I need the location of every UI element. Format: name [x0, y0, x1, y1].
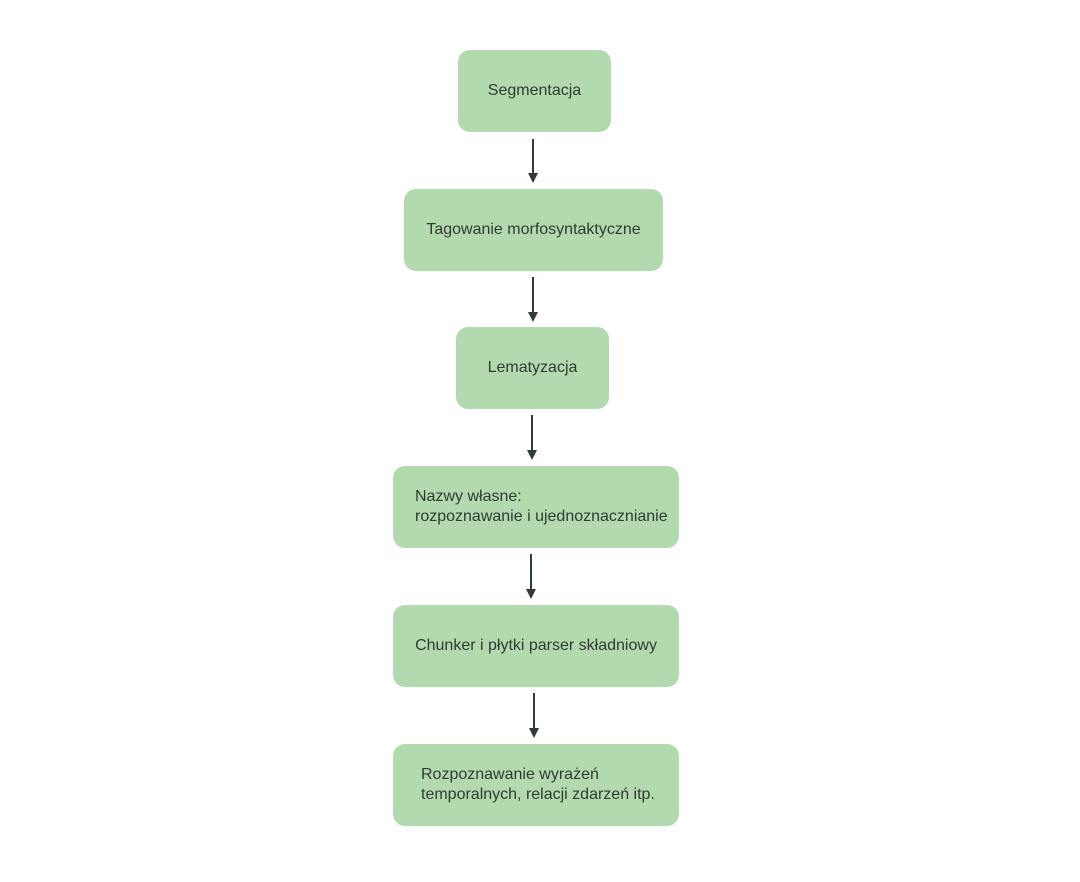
node-label-line: Nazwy własne:	[415, 488, 522, 505]
node-tagowanie: Tagowanie morfosyntaktyczne	[404, 189, 663, 271]
node-segmentacja: Segmentacja	[458, 50, 611, 132]
arrowhead-icon	[528, 173, 538, 183]
arrow-lematyzacja-to-nazwy-wlasne	[531, 415, 533, 451]
arrow-segmentacja-to-tagowanie	[532, 139, 534, 174]
arrowhead-icon	[527, 450, 537, 460]
arrow-chunker-to-wyrazenia-temporalne	[533, 693, 535, 729]
node-label-line: Rozpoznawanie wyrażeń	[421, 766, 599, 783]
arrow-nazwy-wlasne-to-chunker	[530, 554, 532, 590]
arrowhead-icon	[528, 312, 538, 322]
node-nazwy-wlasne: Nazwy własne: rozpoznawanie i ujednoznac…	[393, 466, 679, 548]
arrowhead-icon	[529, 728, 539, 738]
node-label: Lematyzacja	[487, 359, 578, 376]
node-lematyzacja: Lematyzacja	[456, 327, 609, 409]
node-label-line: temporalnych, relacji zdarzeń itp.	[421, 786, 655, 803]
arrow-tagowanie-to-lematyzacja	[532, 277, 534, 313]
node-label: Segmentacja	[487, 82, 582, 99]
node-chunker: Chunker i płytki parser składniowy	[393, 605, 679, 687]
node-label-line: rozpoznawanie i ujednoznacznianie	[415, 508, 668, 525]
node-label: Tagowanie morfosyntaktyczne	[426, 221, 641, 238]
node-wyrazenia-temporalne: Rozpoznawanie wyrażeń temporalnych, rela…	[393, 744, 679, 826]
node-label: Chunker i płytki parser składniowy	[415, 637, 657, 654]
arrowhead-icon	[526, 589, 536, 599]
